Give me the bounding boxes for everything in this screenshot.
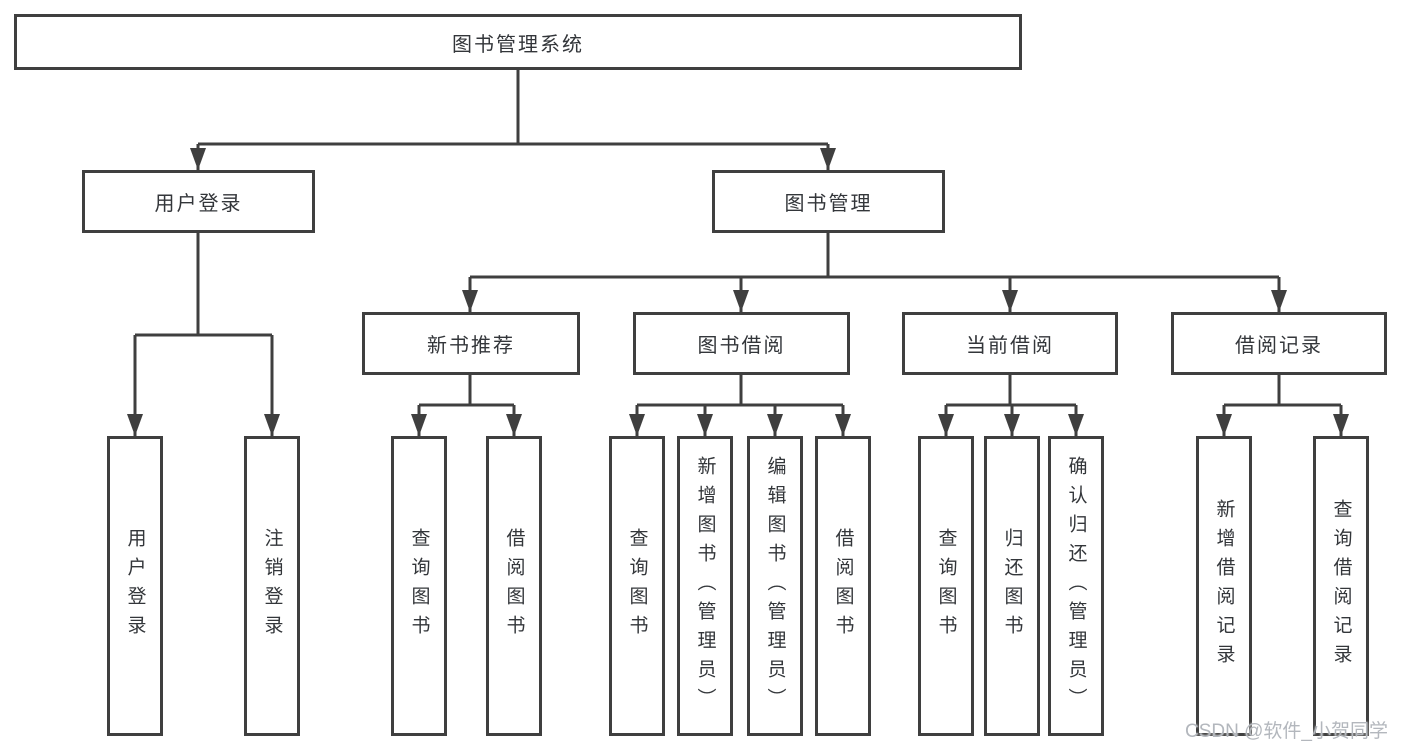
leaf-query-books-recommend: 查询图书 [391,436,447,736]
leaf-logout: 注销登录 [244,436,300,736]
node-book-management: 图书管理 [712,170,945,233]
leaf-borrow-books-borrowing: 借阅图书 [815,436,871,736]
leaf-confirm-return-admin: 确认归还（管理员） [1048,436,1104,736]
arrowheads [127,148,1349,436]
leaf-add-book-admin: 新增图书（管理员） [677,436,733,736]
node-library-system-label: 图书管理系统 [452,33,584,56]
leaf-query-books-recommend-label: 查询图书 [408,528,430,644]
node-new-book-recommend: 新书推荐 [362,312,580,375]
leaf-query-borrow-record-label: 查询借阅记录 [1330,499,1352,673]
node-borrow-records: 借阅记录 [1171,312,1387,375]
node-user-login: 用户登录 [82,170,315,233]
leaf-user-login: 用户登录 [107,436,163,736]
node-current-borrowing-label: 当前借阅 [966,335,1054,357]
leaf-query-borrow-record: 查询借阅记录 [1313,436,1369,736]
leaf-add-borrow-record: 新增借阅记录 [1196,436,1252,736]
node-book-borrowing: 图书借阅 [633,312,850,375]
leaf-query-books-borrowing-label: 查询图书 [626,528,648,644]
node-library-system: 图书管理系统 [14,14,1022,70]
leaf-edit-book-admin-label: 编辑图书（管理员） [764,455,786,717]
leaf-logout-label: 注销登录 [261,528,283,644]
leaf-borrow-books-borrowing-label: 借阅图书 [832,528,854,644]
node-book-management-label: 图书管理 [784,193,873,215]
node-new-book-recommend-label: 新书推荐 [427,335,515,357]
leaf-edit-book-admin: 编辑图书（管理员） [747,436,803,736]
node-user-login-label: 用户登录 [154,193,243,215]
leaf-query-books-current: 查询图书 [918,436,974,736]
leaf-borrow-books-recommend-label: 借阅图书 [503,528,525,644]
leaf-return-books-label: 归还图书 [1001,528,1023,644]
leaf-add-borrow-record-label: 新增借阅记录 [1213,499,1235,673]
leaf-add-book-admin-label: 新增图书（管理员） [694,455,716,717]
csdn-watermark: CSDN @软件_小贺同学 [1185,721,1388,742]
leaf-user-login-label: 用户登录 [124,528,146,644]
leaf-query-books-current-label: 查询图书 [935,528,957,644]
leaf-confirm-return-admin-label: 确认归还（管理员） [1065,455,1087,717]
leaf-borrow-books-recommend: 借阅图书 [486,436,542,736]
node-current-borrowing: 当前借阅 [902,312,1118,375]
node-book-borrowing-label: 图书借阅 [697,335,786,357]
leaf-query-books-borrowing: 查询图书 [609,436,665,736]
leaf-return-books: 归还图书 [984,436,1040,736]
node-borrow-records-label: 借阅记录 [1235,335,1323,357]
